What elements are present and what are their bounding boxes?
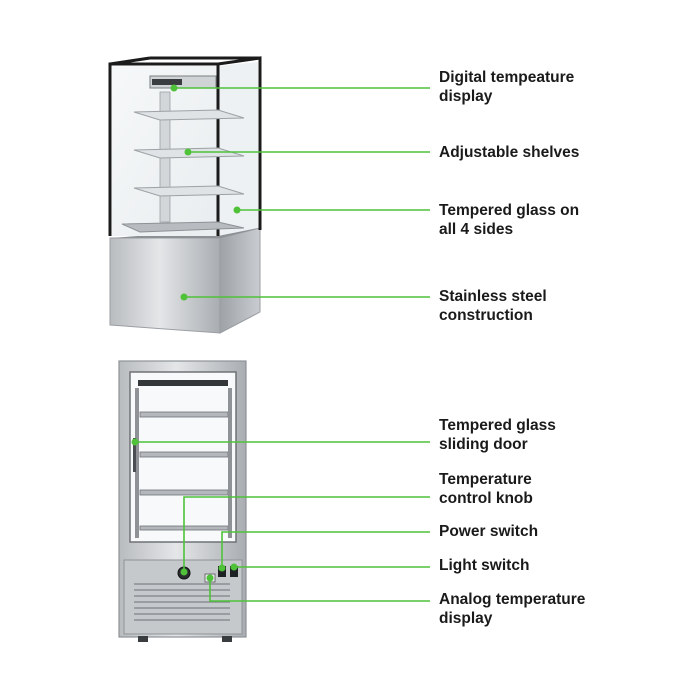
label-digital-temperature-display: Digital tempeature display xyxy=(439,69,575,105)
callout-dots xyxy=(131,84,241,582)
label-analog-temperature-display: Analog temperature display xyxy=(439,591,586,627)
label-stainless-steel-construction: Stainless steel construction xyxy=(439,288,547,324)
callout-lines xyxy=(135,87,430,602)
label-power-switch: Power switch xyxy=(439,523,539,540)
label-adjustable-shelves: Adjustable shelves xyxy=(439,144,580,161)
front-view-cabinet xyxy=(108,56,262,334)
label-tempered-glass-sliding-door: Tempered glass sliding door xyxy=(439,417,556,453)
label-light-switch: Light switch xyxy=(439,557,530,574)
label-temperature-control-knob: Temperature control knob xyxy=(439,471,533,507)
label-tempered-glass-4-sides: Tempered glass on all 4 sides xyxy=(439,202,580,238)
back-view-cabinet xyxy=(118,360,247,642)
